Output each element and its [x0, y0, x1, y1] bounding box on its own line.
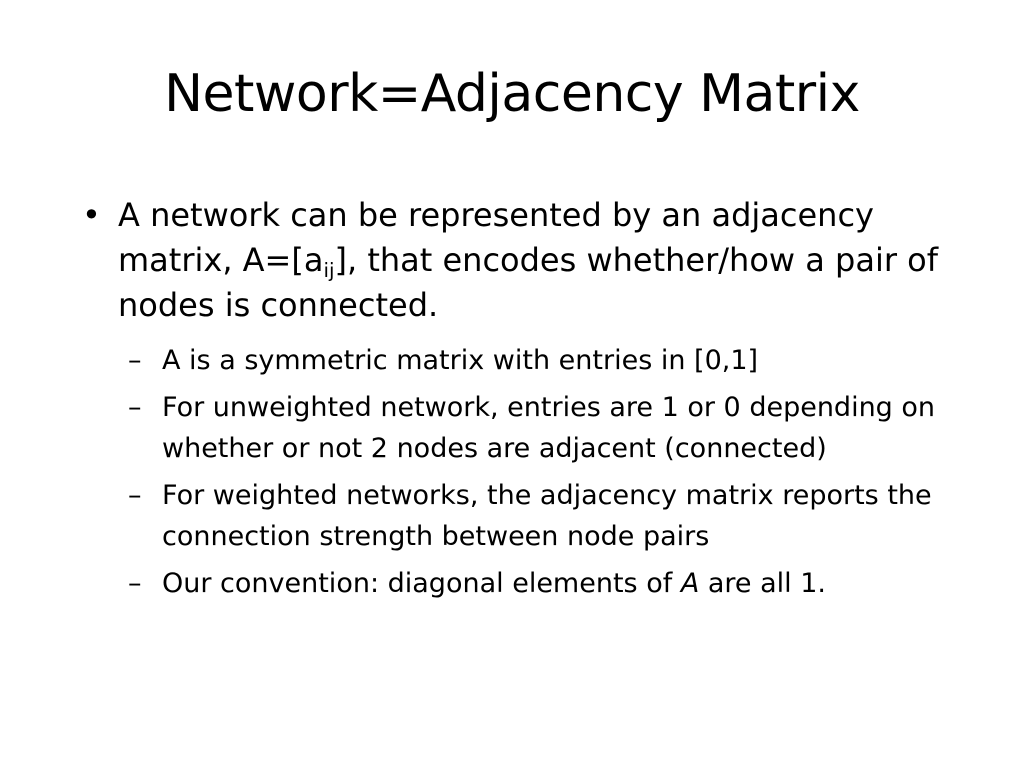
matrix-symbol-A: A: [680, 568, 700, 599]
bullet-main-text-end: ], that encodes whether/how a pair of no…: [118, 241, 939, 324]
sub-bullet-text: Our convention: diagonal elements of A a…: [162, 563, 974, 604]
slide-title: Network=Adjacency Matrix: [164, 64, 860, 124]
sub-bullet-weighted: – For weighted networks, the adjacency m…: [128, 475, 978, 557]
sub-bullet-list: – A is a symmetric matrix with entries i…: [128, 340, 978, 610]
dash-marker: –: [128, 392, 142, 423]
convention-text-end: are all 1.: [699, 568, 827, 599]
subscript-ij: ij: [323, 258, 335, 282]
bullet-main-text-start: A network can be represented by an adjac…: [118, 196, 874, 279]
dash-marker: –: [128, 480, 142, 511]
sub-bullet-unweighted: – For unweighted network, entries are 1 …: [128, 387, 978, 469]
sub-bullet-convention: – Our convention: diagonal elements of A…: [128, 563, 978, 604]
sub-bullet-symmetric: – A is a symmetric matrix with entries i…: [128, 340, 978, 381]
bullet-main: • A network can be represented by an adj…: [82, 193, 972, 328]
sub-bullet-text: For weighted networks, the adjacency mat…: [162, 480, 932, 552]
convention-text-start: Our convention: diagonal elements of: [162, 568, 681, 599]
sub-bullet-text: For unweighted network, entries are 1 or…: [162, 392, 936, 464]
sub-bullet-text: A is a symmetric matrix with entries in …: [162, 345, 759, 376]
bullet-main-text: A network can be represented by an adjac…: [118, 193, 958, 328]
bullet-marker: •: [82, 196, 101, 234]
dash-marker: –: [128, 568, 142, 599]
dash-marker: –: [128, 345, 142, 376]
